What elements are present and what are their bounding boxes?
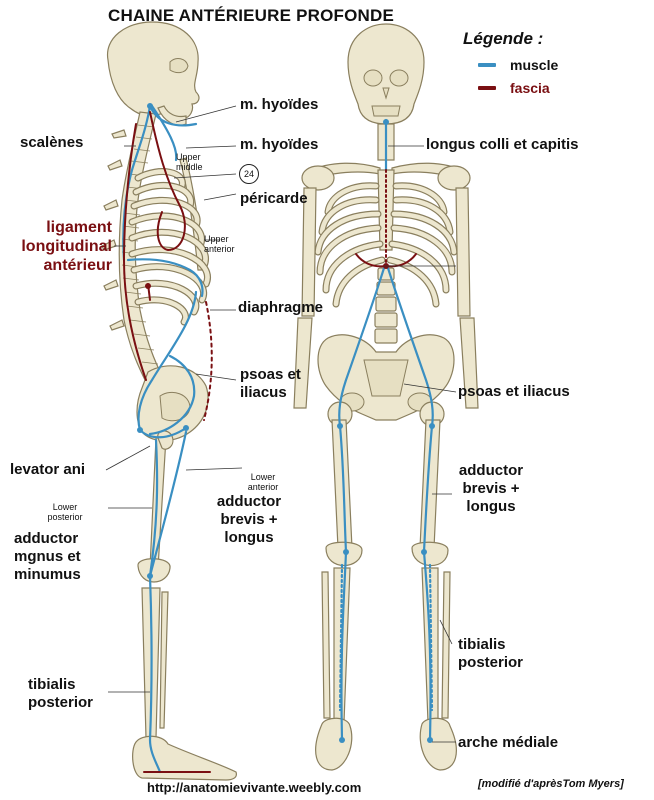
side-muscle-lines [122, 103, 213, 774]
label-upper-middle: Upper middle [176, 152, 203, 172]
label-lower-posterior: Lower posterior [47, 502, 83, 522]
label-diaphragme: diaphragme [238, 299, 324, 316]
label-arche-mediale: arche médiale [458, 734, 559, 751]
legend-title: Légende : [463, 29, 544, 48]
label-pericarde: péricarde [240, 190, 308, 207]
legend-label-muscle: muscle [510, 57, 559, 73]
label-adductor-brevis-front: adductor brevis + longus [458, 462, 524, 515]
label-psoas-front: psoas et iliacus [458, 383, 570, 400]
label-hyoides-2: m. hyoïdes [240, 136, 319, 153]
label-adductor-brevis-side: adductor brevis + longus [216, 493, 282, 546]
footer-credit: [modifié d'aprèsTom Myers] [478, 778, 624, 790]
figure-number-badge: 24 [239, 164, 259, 184]
label-tibialis-side: tibialis posterior [28, 676, 94, 711]
label-ligament-longitudinal: ligament longitudinal antérieur [21, 219, 112, 274]
label-tibialis-front: tibialis posterior [458, 636, 524, 671]
label-longus-colli: longus colli et capitis [426, 136, 579, 153]
label-psoas-side: psoas et iliacus [240, 366, 301, 401]
legend-label-fascia: fascia [510, 80, 550, 96]
legend-item-muscle: muscle [478, 57, 558, 73]
diagram-title: CHAINE ANTÉRIEURE PROFONDE [108, 6, 395, 25]
leader-lines [105, 105, 457, 743]
label-levator-ani: levator ani [10, 461, 86, 478]
legend-swatch-fascia [478, 86, 496, 90]
label-lower-anterior: Lower anterior [247, 472, 279, 492]
footer-website: http://anatomievivante.weebly.com [147, 780, 362, 795]
label-upper-anterior: Upper anterior [204, 234, 235, 254]
side-skeleton [101, 21, 237, 781]
label-adductor-magnus: adductor mgnus et minumus [14, 530, 81, 583]
front-muscle-lines [337, 118, 435, 743]
label-scalenes: scalènes [20, 134, 84, 151]
legend-item-fascia: fascia [478, 80, 550, 96]
legend-swatch-muscle [478, 63, 496, 67]
label-hyoides-1: m. hyoïdes [240, 96, 319, 113]
